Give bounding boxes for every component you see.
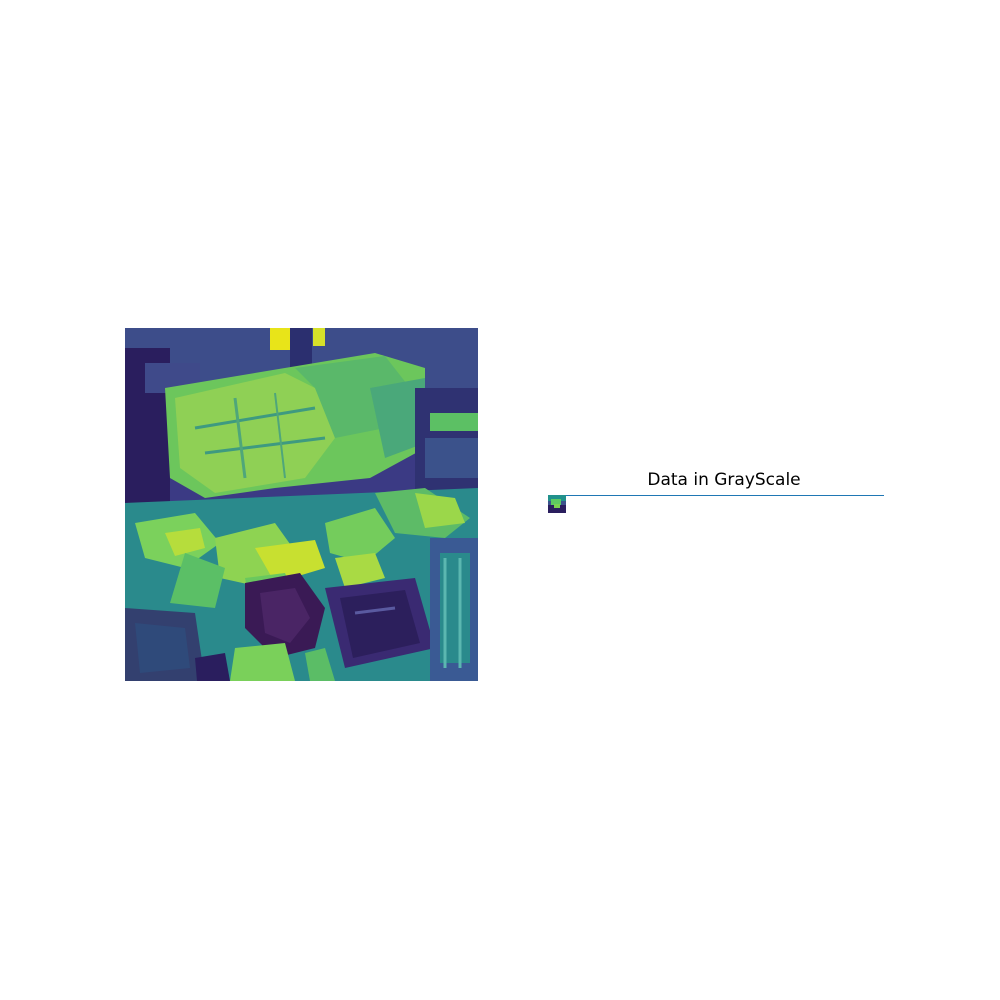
thumbnail-image bbox=[548, 495, 566, 513]
right-panel-title: Data in GrayScale bbox=[647, 470, 801, 490]
left-image-panel bbox=[125, 328, 478, 681]
bedroom-image bbox=[125, 328, 478, 681]
right-panel: Data in GrayScale bbox=[540, 466, 900, 526]
right-panel-line bbox=[566, 495, 884, 496]
grayscale-thumbnail bbox=[548, 495, 566, 513]
